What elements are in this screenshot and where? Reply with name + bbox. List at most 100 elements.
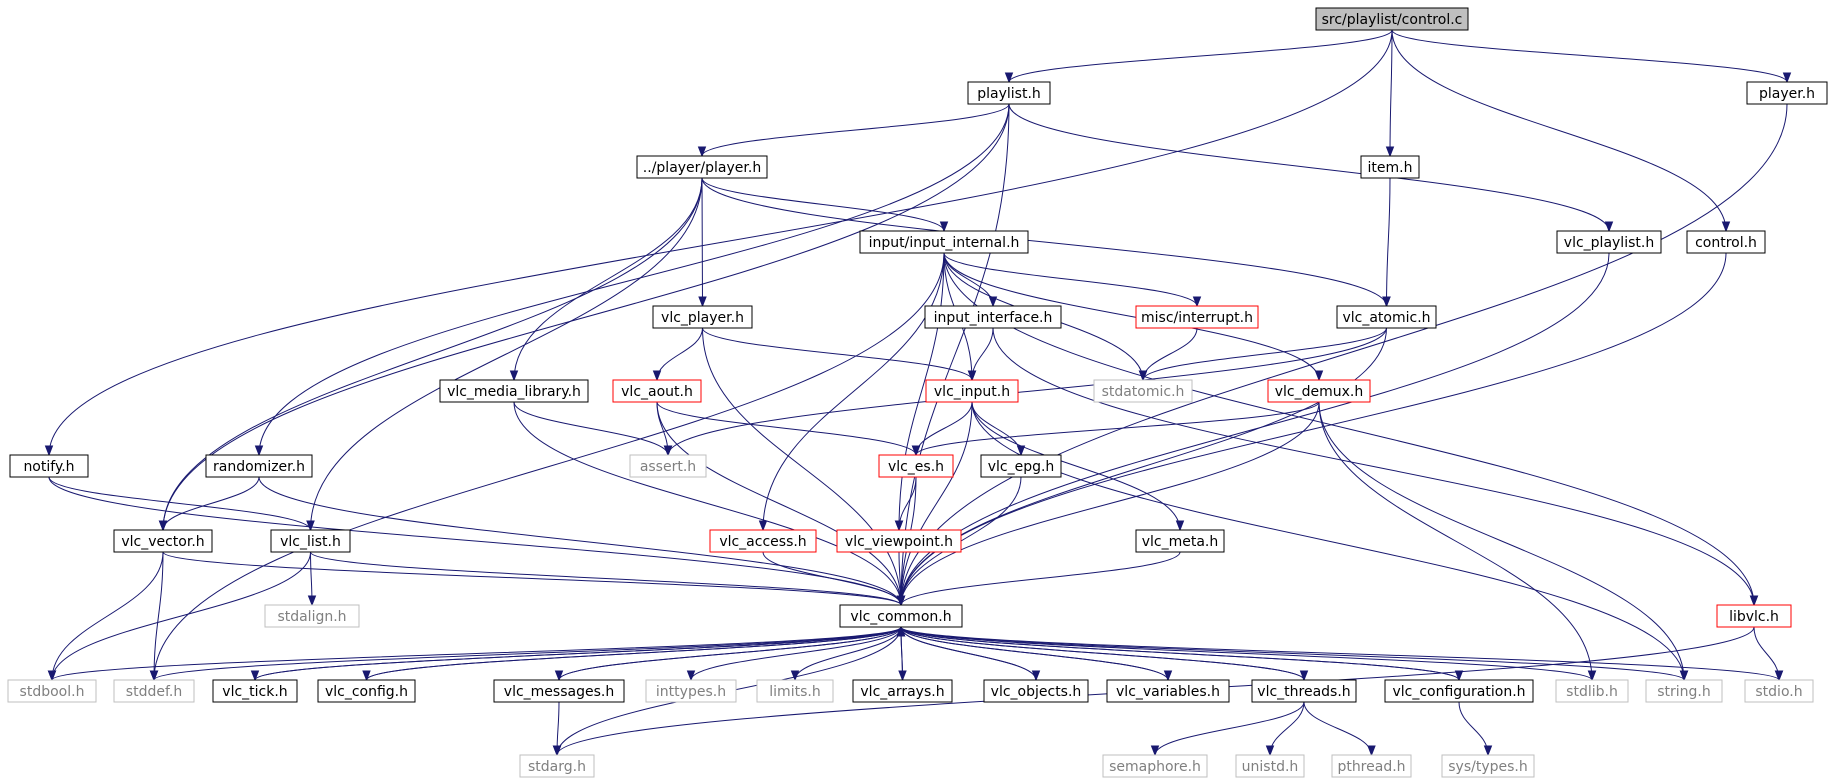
node-vlc-messages-h[interactable]: vlc_messages.h	[493, 679, 625, 703]
node-box	[7, 679, 97, 703]
node-box	[1106, 679, 1230, 703]
node-vlc-aout-h[interactable]: vlc_aout.h	[612, 379, 702, 403]
node-label: stdarg.h	[528, 759, 586, 775]
node-label: assert.h	[640, 459, 696, 475]
node-box	[1315, 7, 1469, 31]
edge-vlc_config_h-to-vlc_common_h	[366, 625, 906, 681]
node-box	[1744, 679, 1814, 703]
node-box	[612, 379, 702, 403]
edge-item_h-to-vlc_atomic_h	[1382, 177, 1391, 308]
edge-vlc_tick_h-to-vlc_common_h	[254, 625, 906, 681]
node-vlc-media-library-h[interactable]: vlc_media_library.h	[439, 379, 589, 403]
node-box	[980, 454, 1062, 478]
node-label: vlc_epg.h	[988, 459, 1055, 475]
node-misc-interrupt-h[interactable]: misc/interrupt.h	[1135, 305, 1259, 329]
node-box	[1267, 379, 1371, 403]
edge-vlc_input_h-to-vlc_common_h	[896, 401, 973, 607]
node-control-c[interactable]: src/playlist/control.c	[1315, 7, 1469, 31]
edge-vlc_demux_h-to-stdlib_h	[1318, 401, 1597, 682]
node-label: src/playlist/control.c	[1322, 12, 1463, 28]
node-player-player-h[interactable]: ../player/player.h	[636, 155, 768, 179]
node-label: stdio.h	[1755, 684, 1802, 700]
node-box	[1135, 529, 1225, 553]
node-vlc-es-h[interactable]: vlc_es.h	[878, 454, 954, 478]
node-item-h[interactable]: item.h	[1360, 155, 1420, 179]
node-vlc-playlist-h[interactable]: vlc_playlist.h	[1556, 230, 1662, 254]
edge-vlc_demux_h-to-vlc_common_h	[896, 401, 1320, 607]
node-box	[264, 604, 360, 628]
node-vlc-variables-h[interactable]: vlc_variables.h	[1106, 679, 1230, 703]
node-box	[270, 529, 351, 553]
node-vlc-meta-h[interactable]: vlc_meta.h	[1135, 529, 1225, 553]
edge-vlc_common_h-to-stdlib_h	[900, 626, 1597, 682]
node-vlc-list-h[interactable]: vlc_list.h	[270, 529, 351, 553]
node-notify-h[interactable]: notify.h	[9, 454, 89, 478]
node-box	[1360, 155, 1420, 179]
node-label: vlc_atomic.h	[1342, 310, 1430, 326]
node-label: vlc_tick.h	[222, 684, 287, 700]
node-box	[836, 529, 962, 553]
node-input-interface-h[interactable]: input_interface.h	[924, 305, 1062, 329]
node-libvlc-h[interactable]: libvlc.h	[1716, 604, 1792, 628]
edge-player_player_h-to-vlc_media_library_h	[509, 177, 703, 382]
node-box	[1686, 230, 1766, 254]
edge-control_c-to-playlist_h	[1004, 29, 1393, 84]
node-player-h[interactable]: player.h	[1746, 81, 1828, 105]
node-limits-h: limits.h	[756, 679, 834, 703]
node-label: vlc_access.h	[719, 534, 806, 550]
node-label: vlc_objects.h	[991, 684, 1082, 700]
edge-vlc_vector_h-to-vlc_common_h	[162, 551, 906, 607]
node-vlc-demux-h[interactable]: vlc_demux.h	[1267, 379, 1371, 403]
node-label: vlc_es.h	[888, 459, 944, 475]
node-vlc-atomic-h[interactable]: vlc_atomic.h	[1336, 305, 1437, 329]
node-vlc-configuration-h[interactable]: vlc_configuration.h	[1384, 679, 1534, 703]
node-box	[212, 679, 298, 703]
node-vlc-access-h[interactable]: vlc_access.h	[709, 529, 817, 553]
node-label: vlc_media_library.h	[447, 384, 581, 400]
node-label: notify.h	[23, 459, 74, 475]
edge-vlc_configuration_h-to-vlc_common_h	[896, 625, 1460, 681]
node-input-internal-h[interactable]: input/input_internal.h	[859, 230, 1029, 254]
node-vlc-vector-h[interactable]: vlc_vector.h	[113, 529, 213, 553]
node-box	[925, 379, 1019, 403]
node-box	[113, 679, 195, 703]
edge-player_player_h-to-vlc_atomic_h	[701, 177, 1391, 308]
node-label: vlc_arrays.h	[860, 684, 944, 700]
edge-player_player_h-to-input_internal_h	[701, 177, 949, 233]
node-vlc-objects-h[interactable]: vlc_objects.h	[983, 679, 1089, 703]
node-label: playlist.h	[977, 86, 1041, 102]
node-label: vlc_playlist.h	[1564, 235, 1654, 251]
node-vlc-player-h[interactable]: vlc_player.h	[652, 305, 753, 329]
node-vlc-threads-h[interactable]: vlc_threads.h	[1251, 679, 1357, 703]
node-label: input/input_internal.h	[869, 235, 1020, 251]
edge-player_h-to-vlc_common_h	[896, 103, 1788, 607]
edge-control_c-to-notify_h	[44, 29, 1393, 457]
node-playlist-h[interactable]: playlist.h	[967, 81, 1051, 105]
node-vlc-config-h[interactable]: vlc_config.h	[317, 679, 416, 703]
node-control-h[interactable]: control.h	[1686, 230, 1766, 254]
node-label: vlc_configuration.h	[1392, 684, 1525, 700]
node-assert-h: assert.h	[629, 454, 707, 478]
node-label: vlc_messages.h	[504, 684, 614, 700]
node-box	[1251, 679, 1357, 703]
nodes-layer: src/playlist/control.c playlist.h player.h…	[7, 7, 1828, 778]
node-vlc-common-h[interactable]: vlc_common.h	[839, 604, 963, 628]
edge-playlist_h-to-vlc_playlist_h	[1008, 103, 1614, 233]
edge-vlc_common_h-to-stdbool_h	[47, 626, 902, 682]
node-box	[645, 679, 737, 703]
edge-vlc_aout_h-to-vlc_es_h	[656, 401, 921, 457]
node-vlc-viewpoint-h[interactable]: vlc_viewpoint.h	[836, 529, 962, 553]
node-label: misc/interrupt.h	[1141, 310, 1253, 326]
node-box	[1716, 604, 1792, 628]
node-vlc-input-h[interactable]: vlc_input.h	[925, 379, 1019, 403]
node-vlc-arrays-h[interactable]: vlc_arrays.h	[852, 679, 953, 703]
node-label: pthread.h	[1337, 759, 1405, 775]
node-box	[317, 679, 416, 703]
node-label: vlc_config.h	[325, 684, 408, 700]
node-vlc-epg-h[interactable]: vlc_epg.h	[980, 454, 1062, 478]
edge-randomizer_h-to-vlc_vector_h	[158, 476, 260, 532]
node-label: randomizer.h	[213, 459, 305, 475]
node-vlc-tick-h[interactable]: vlc_tick.h	[212, 679, 298, 703]
edges-layer	[44, 29, 1792, 757]
node-randomizer-h[interactable]: randomizer.h	[205, 454, 313, 478]
